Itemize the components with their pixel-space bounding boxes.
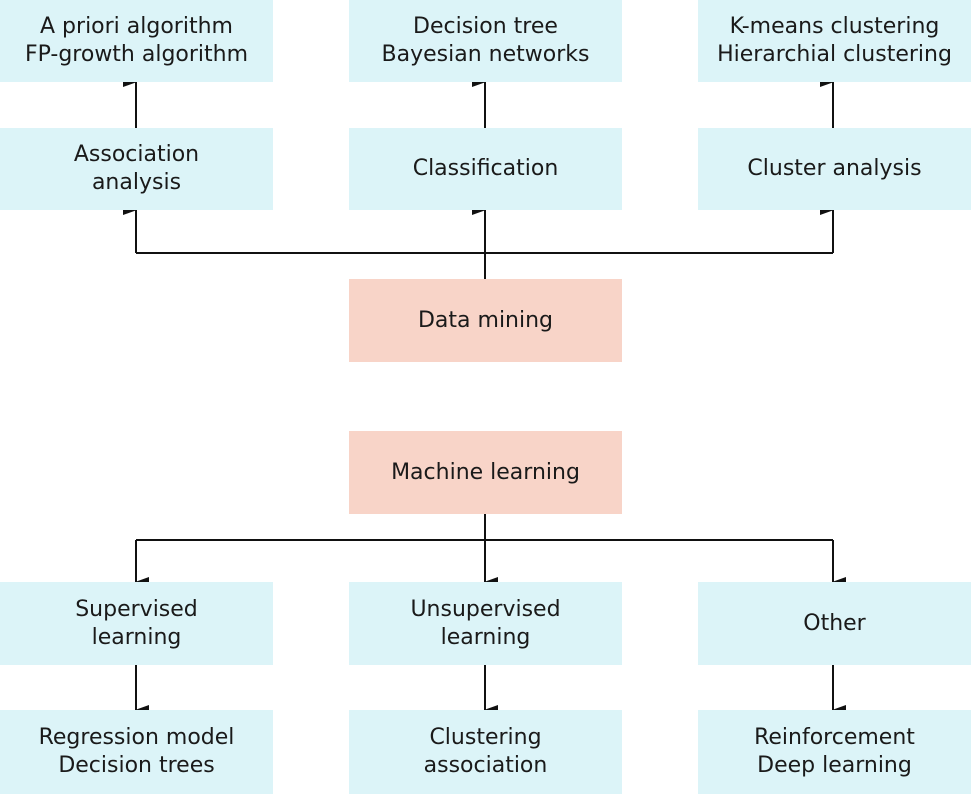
root-label: Data mining: [417, 307, 554, 333]
method-line: Decision trees: [58, 753, 215, 778]
other-learning-box: Other: [698, 582, 971, 665]
data-mining-root-box: Data mining: [349, 279, 622, 362]
category-label-line: learning: [91, 624, 182, 650]
method-line: Bayesian networks: [381, 42, 590, 67]
category-label-line: Classification: [412, 156, 559, 181]
method-line: FP-growth algorithm: [24, 42, 249, 67]
classification-box: Classification: [349, 128, 622, 210]
association-analysis-box: Association analysis: [0, 128, 273, 210]
category-label-line: Association: [73, 142, 200, 167]
category-label-line: analysis: [91, 170, 182, 195]
category-label-line: Cluster analysis: [747, 156, 922, 181]
category-label-line: learning: [440, 624, 531, 650]
method-line: K-means clustering: [729, 14, 940, 39]
unsupervised-learning-box: Unsupervised learning: [349, 582, 622, 665]
association-methods-box: A priori algorithm FP-growth algorithm: [0, 0, 273, 82]
supervised-methods-box: Regression model Decision trees: [0, 710, 273, 794]
category-label-line: Supervised: [75, 596, 198, 622]
other-methods-box: Reinforcement Deep learning: [698, 710, 971, 794]
method-line: association: [423, 753, 548, 778]
classification-methods-box: Decision tree Bayesian networks: [349, 0, 622, 82]
cluster-methods-box: K-means clustering Hierarchial clusterin…: [698, 0, 971, 82]
supervised-learning-box: Supervised learning: [0, 582, 273, 665]
method-line: Reinforcement: [754, 725, 915, 750]
method-line: Deep learning: [757, 753, 912, 778]
method-line: A priori algorithm: [40, 14, 233, 39]
category-label-line: Unsupervised: [410, 596, 561, 622]
method-line: Decision tree: [413, 14, 558, 39]
method-line: Regression model: [38, 725, 235, 750]
root-label: Machine learning: [391, 459, 580, 485]
machine-learning-root-box: Machine learning: [349, 431, 622, 514]
method-line: Clustering: [429, 725, 542, 750]
method-line: Hierarchial clustering: [717, 42, 952, 67]
cluster-analysis-box: Cluster analysis: [698, 128, 971, 210]
unsupervised-methods-box: Clustering association: [349, 710, 622, 794]
category-label-line: Other: [803, 610, 866, 636]
